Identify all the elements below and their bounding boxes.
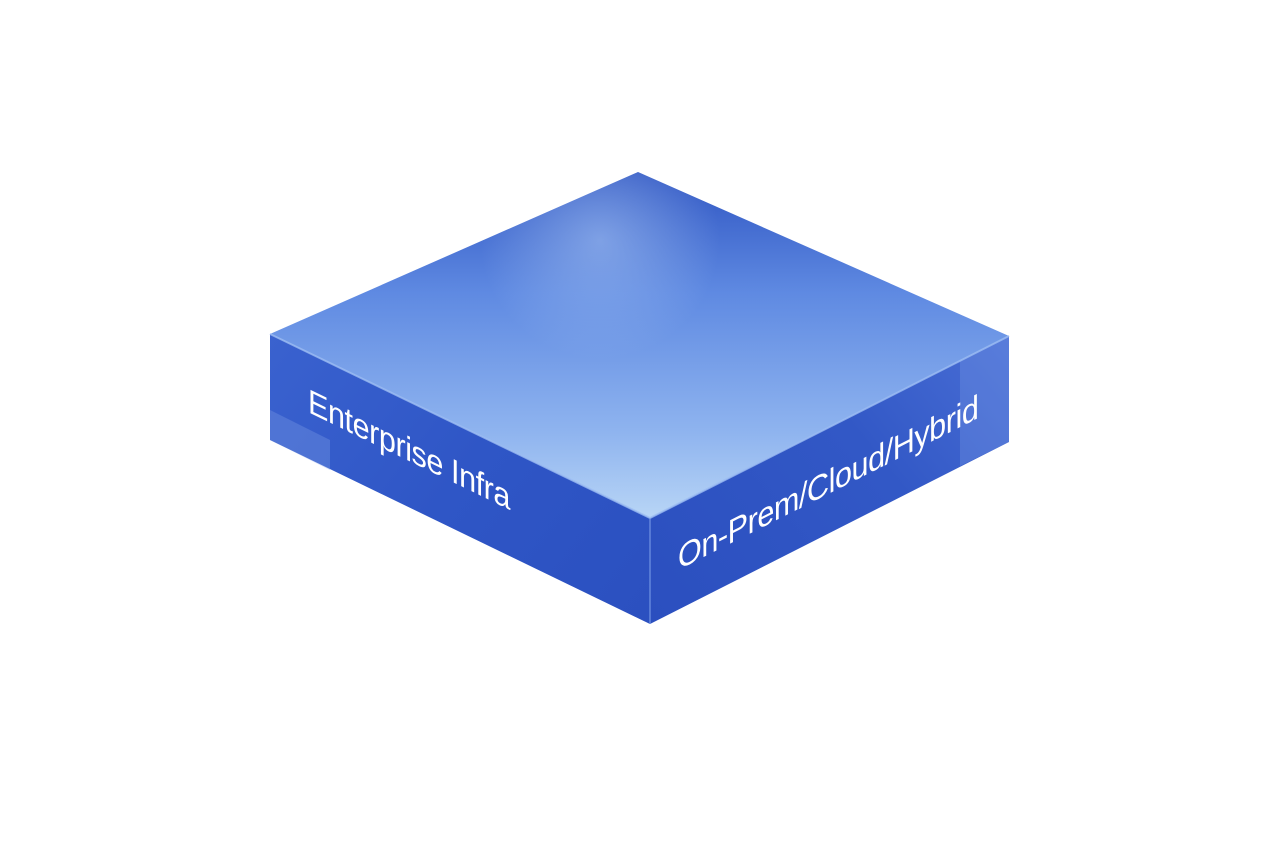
block-left-face	[270, 334, 650, 624]
block-left-face-glow	[270, 410, 330, 470]
block-right-face	[650, 336, 1009, 624]
block-right-face-glow	[960, 336, 1009, 466]
block-top-face-glow	[270, 172, 1009, 518]
